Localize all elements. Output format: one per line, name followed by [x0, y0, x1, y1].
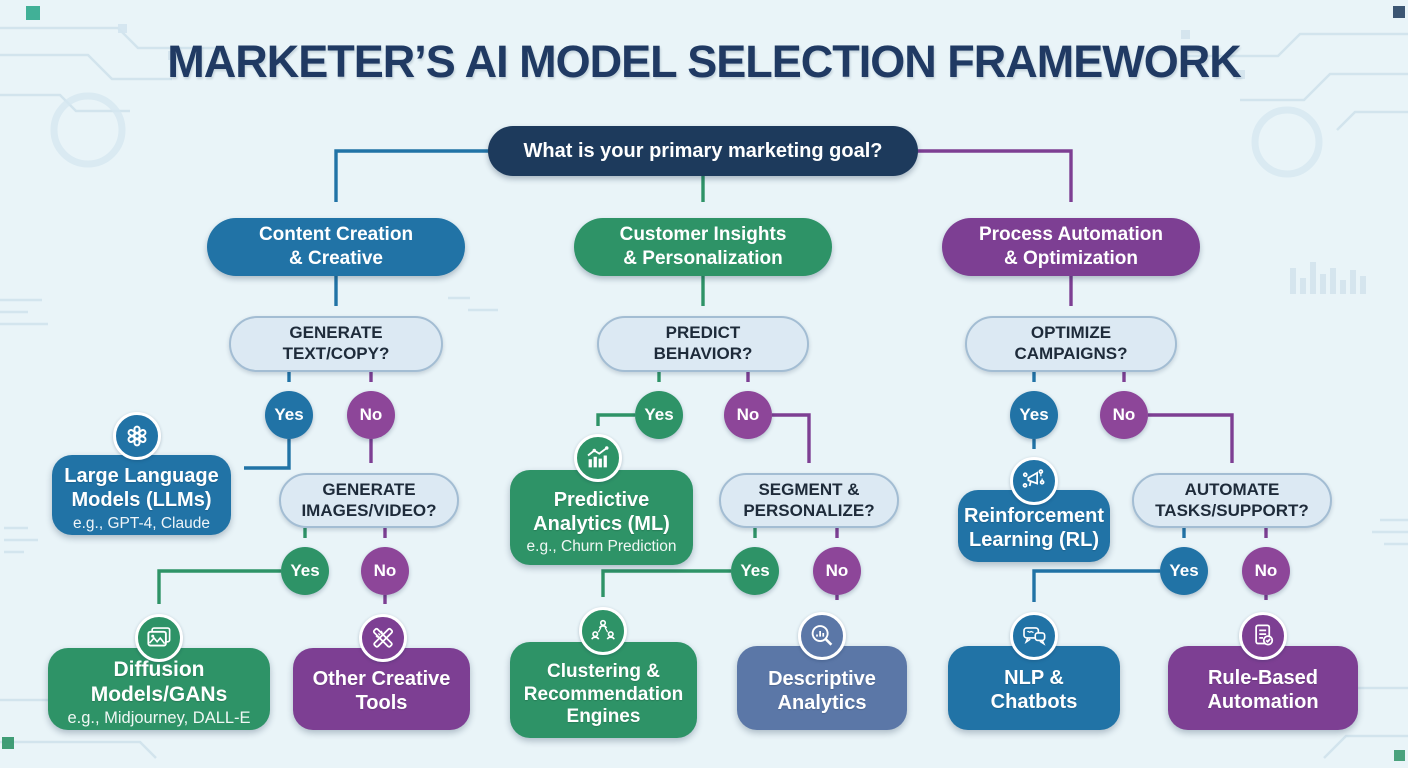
photo-icon: [135, 614, 183, 662]
decision-automate-tasks: AUTOMATE TASKS/SUPPORT?: [1132, 473, 1332, 528]
node-title: Other Creative Tools: [312, 668, 451, 714]
decision-label: OPTIMIZE CAMPAIGNS?: [1014, 323, 1128, 363]
root-question-text: What is your primary marketing goal?: [523, 139, 883, 162]
decision-segment-personalize: SEGMENT & PERSONALIZE?: [719, 473, 899, 528]
branch-process-automation: Process Automation & Optimization: [942, 218, 1200, 276]
branch-customer-insights: Customer Insights & Personalization: [574, 218, 832, 276]
optimize-campaigns-yes-circle: Yes: [1010, 391, 1058, 439]
magnifier-chart-icon: [798, 612, 846, 660]
decision-label: AUTOMATE TASKS/SUPPORT?: [1155, 479, 1309, 520]
generate-images-yes-circle: Yes: [281, 547, 329, 595]
chat-bubbles-icon: [1010, 612, 1058, 660]
clustering-recommendation-node: Clustering & Recommendation Engines: [510, 642, 697, 738]
optimize-campaigns-no-circle: No: [1100, 391, 1148, 439]
llm-node: Large Language Models (LLMs) e.g., GPT-4…: [52, 455, 231, 535]
pencil-ruler-icon: [359, 614, 407, 662]
predictive-analytics-node: Predictive Analytics (ML) e.g., Churn Pr…: [510, 470, 693, 565]
node-subtitle: e.g., Churn Prediction: [526, 538, 677, 556]
page-title: MARKETER’S AI MODEL SELECTION FRAMEWORK: [167, 36, 1242, 87]
diffusion-models-node: Diffusion Models/GANs e.g., Midjourney, …: [48, 648, 270, 730]
decision-label: GENERATE IMAGES/VIDEO?: [301, 479, 437, 520]
other-creative-tools-node: Other Creative Tools: [293, 648, 470, 730]
node-subtitle: e.g., Midjourney, DALL-E: [67, 709, 251, 728]
megaphone-network-icon: [1010, 457, 1058, 505]
node-title: Predictive Analytics (ML): [533, 488, 670, 535]
predict-behavior-yes-circle: Yes: [635, 391, 683, 439]
decision-label: GENERATE TEXT/COPY?: [282, 323, 390, 363]
node-title: Large Language Models (LLMs): [64, 465, 219, 511]
node-subtitle: e.g., GPT-4, Claude: [73, 514, 210, 532]
branch-label: Process Automation & Optimization: [978, 224, 1164, 269]
decision-predict-behavior: PREDICT BEHAVIOR?: [597, 316, 809, 372]
root-question-pill: What is your primary marketing goal?: [488, 126, 918, 176]
branch-label: Content Creation & Creative: [258, 224, 414, 269]
document-check-icon: [1239, 612, 1287, 660]
generate-text-yes-circle: Yes: [265, 391, 313, 439]
branch-content-creation: Content Creation & Creative: [207, 218, 465, 276]
branch-label: Customer Insights & Personalization: [619, 224, 787, 269]
decision-label: SEGMENT & PERSONALIZE?: [743, 479, 875, 520]
people-network-icon: [579, 607, 627, 655]
segment-no-circle: No: [813, 547, 861, 595]
openai-logo-icon: [113, 412, 161, 460]
decision-label: PREDICT BEHAVIOR?: [653, 323, 753, 363]
decision-optimize-campaigns: OPTIMIZE CAMPAIGNS?: [965, 316, 1177, 372]
node-title: Clustering & Recommendation Engines: [523, 661, 684, 728]
generate-text-no-circle: No: [347, 391, 395, 439]
node-title: NLP & Chatbots: [990, 667, 1078, 713]
node-title: Reinforcement Learning (RL): [963, 505, 1105, 551]
node-title: Descriptive Analytics: [768, 668, 876, 714]
descriptive-analytics-node: Descriptive Analytics: [737, 646, 907, 730]
automate-no-circle: No: [1242, 547, 1290, 595]
decision-generate-images: GENERATE IMAGES/VIDEO?: [279, 473, 459, 528]
node-title: Diffusion Models/GANs: [90, 657, 228, 706]
decision-generate-text: GENERATE TEXT/COPY?: [229, 316, 443, 372]
segment-yes-circle: Yes: [731, 547, 779, 595]
node-title: Rule-Based Automation: [1207, 667, 1319, 713]
predict-behavior-no-circle: No: [724, 391, 772, 439]
nlp-chatbots-node: NLP & Chatbots: [948, 646, 1120, 730]
rule-based-automation-node: Rule-Based Automation: [1168, 646, 1358, 730]
automate-yes-circle: Yes: [1160, 547, 1208, 595]
growth-chart-icon: [574, 434, 622, 482]
generate-images-no-circle: No: [361, 547, 409, 595]
